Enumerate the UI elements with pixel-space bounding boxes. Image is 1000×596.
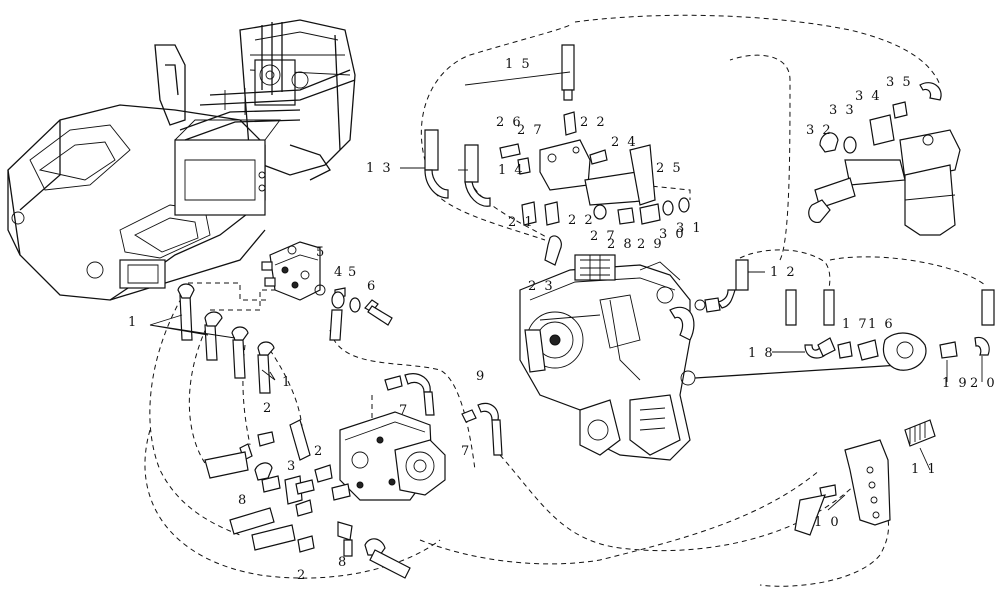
callout-8: 8: [338, 555, 348, 570]
callout-25: 2 5: [656, 161, 683, 176]
callout-34: 3 4: [855, 89, 882, 104]
hose-routing-lines: [144, 14, 986, 587]
callout-5: 5: [348, 265, 358, 280]
filter-assembly: [808, 82, 961, 236]
callout-1: 1: [128, 315, 138, 330]
callout-16: 1 6: [868, 317, 895, 332]
callout-7: 7: [461, 444, 471, 459]
callout-33: 3 3: [829, 103, 856, 118]
callout-14: 1 4: [498, 163, 525, 178]
brake-valve-block: [261, 241, 321, 301]
valve-and-fittings-items-13-31: [424, 44, 690, 266]
callout-35: 3 5: [886, 75, 913, 90]
hydraulic-pump-unit: [339, 411, 446, 501]
pipes-items-12: [694, 259, 995, 326]
callout-29: 2 9: [637, 237, 664, 252]
callout-4: 4: [334, 265, 344, 280]
callout-9: 9: [476, 369, 486, 384]
bracket-items-10-11: [794, 419, 936, 536]
transmission-housing: [519, 254, 901, 461]
callout-15: 1 5: [505, 57, 532, 72]
pump-fittings: [204, 373, 503, 579]
callout-26: 2 6: [496, 115, 523, 130]
callout-19: 1 9: [942, 376, 969, 391]
callout-17: 1 7: [842, 317, 869, 332]
callout-11: 1 1: [911, 462, 938, 477]
callout-12: 1 2: [770, 265, 797, 280]
callout-30: 3 0: [659, 227, 686, 242]
callout-23: 2 3: [528, 279, 555, 294]
callout-labels: 1 1 2 2 2 3 4 5 5 6 7 7 8 8 9 1 0 1 1 1 …: [128, 57, 997, 583]
fittings-items-4-5-6: [314, 284, 393, 341]
callout-20: 2 0: [970, 376, 997, 391]
callout-3: 3: [287, 459, 297, 474]
callout-6: 6: [367, 279, 377, 294]
callout-31: 3 1: [676, 221, 703, 236]
callout-8: 8: [238, 493, 248, 508]
callout-22: 2 2: [580, 115, 607, 130]
callout-13: 1 3: [366, 161, 393, 176]
leader-lines: [149, 71, 983, 511]
callout-2: 2: [263, 401, 273, 416]
callout-1: 1: [282, 375, 292, 390]
callout-2: 2: [314, 444, 324, 459]
callout-32: 3 2: [806, 123, 833, 138]
tractor-frame-assembly: [7, 19, 356, 301]
callout-28: 2 8: [607, 237, 634, 252]
callout-22: 2 2: [568, 213, 595, 228]
callout-7: 7: [399, 403, 409, 418]
callout-21: 2 1: [508, 215, 535, 230]
callout-2: 2: [297, 568, 307, 583]
callout-24: 2 4: [611, 135, 638, 150]
callout-27: 2 7: [590, 229, 617, 244]
fittings-items-16-20: [804, 332, 990, 371]
callout-27: 2 7: [517, 123, 544, 138]
hoses-item-1: [177, 283, 275, 394]
callout-18: 1 8: [748, 346, 775, 361]
callout-10: 1 0: [814, 515, 841, 530]
callout-5: 5: [316, 245, 326, 260]
